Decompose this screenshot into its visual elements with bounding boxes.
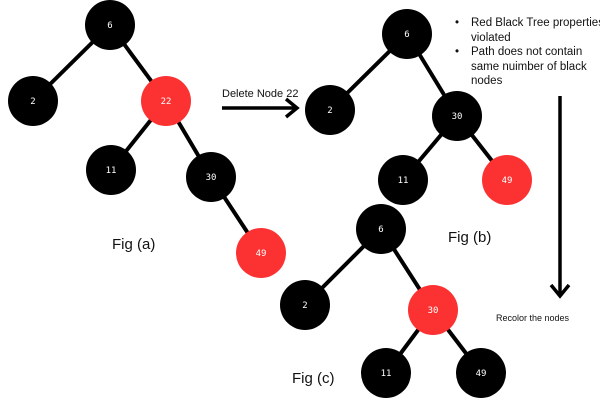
- node-a-2: 2: [8, 76, 58, 126]
- node-key-label: 6: [378, 225, 383, 235]
- note-item: Path does not contain same nuimber of bl…: [455, 45, 600, 89]
- node-key-label: 49: [502, 176, 513, 186]
- node-a-11: 11: [86, 145, 136, 195]
- node-b-49: 49: [482, 155, 532, 205]
- node-a-6: 6: [85, 0, 135, 50]
- node-key-label: 22: [161, 97, 172, 107]
- node-a-22: 22: [141, 76, 191, 126]
- node-c-49: 49: [456, 348, 506, 398]
- node-circle-black: [305, 85, 355, 135]
- node-key-label: 49: [476, 369, 487, 379]
- node-key-label: 11: [106, 166, 117, 176]
- node-key-label: 49: [256, 249, 267, 259]
- node-circle-black: [356, 204, 406, 254]
- node-circle-black: [86, 145, 136, 195]
- node-circle-black: [280, 280, 330, 330]
- node-a-49: 49: [236, 228, 286, 278]
- node-key-label: 2: [30, 97, 35, 107]
- node-b-11: 11: [378, 155, 428, 205]
- node-key-label: 11: [381, 369, 392, 379]
- node-key-label: 2: [327, 106, 332, 116]
- node-b-2: 2: [305, 85, 355, 135]
- node-circle-red: [482, 155, 532, 205]
- node-a-30: 30: [186, 152, 236, 202]
- node-key-label: 2: [302, 301, 307, 311]
- node-key-label: 11: [398, 176, 409, 186]
- node-circle-black: [361, 348, 411, 398]
- node-circle-black: [382, 9, 432, 59]
- node-circle-black: [378, 155, 428, 205]
- node-circle-black: [432, 91, 482, 141]
- node-circle-red: [141, 76, 191, 126]
- violation-notes: Red Black Tree properties violated Path …: [455, 16, 600, 89]
- recolor-label: Recolor the nodes: [496, 313, 570, 323]
- node-key-label: 30: [452, 112, 463, 122]
- node-circle-black: [8, 76, 58, 126]
- node-c-6: 6: [356, 204, 406, 254]
- caption-fig-a: Fig (a): [112, 236, 156, 253]
- arrows-layer: [222, 96, 571, 299]
- node-circle-black: [186, 152, 236, 202]
- node-c-2: 2: [280, 280, 330, 330]
- node-key-label: 30: [206, 173, 217, 183]
- node-circle-red: [236, 228, 286, 278]
- delete-arrow: [222, 97, 300, 119]
- node-b-30: 30: [432, 91, 482, 141]
- node-key-label: 6: [404, 30, 409, 40]
- node-key-label: 30: [428, 306, 439, 316]
- node-circle-red: [408, 285, 458, 335]
- node-circle-black: [85, 0, 135, 50]
- arrow-down-icon: [549, 283, 571, 299]
- caption-fig-c: Fig (c): [292, 370, 335, 387]
- node-b-6: 6: [382, 9, 432, 59]
- node-key-label: 6: [107, 21, 112, 31]
- recolor-arrow: [549, 96, 571, 299]
- node-c-30: 30: [408, 285, 458, 335]
- delete-node-label: Delete Node 22: [222, 88, 299, 100]
- note-item: Red Black Tree properties violated: [455, 16, 600, 45]
- node-circle-black: [456, 348, 506, 398]
- node-c-11: 11: [361, 348, 411, 398]
- caption-fig-b: Fig (b): [448, 229, 492, 246]
- arrow-right-icon: [284, 97, 300, 119]
